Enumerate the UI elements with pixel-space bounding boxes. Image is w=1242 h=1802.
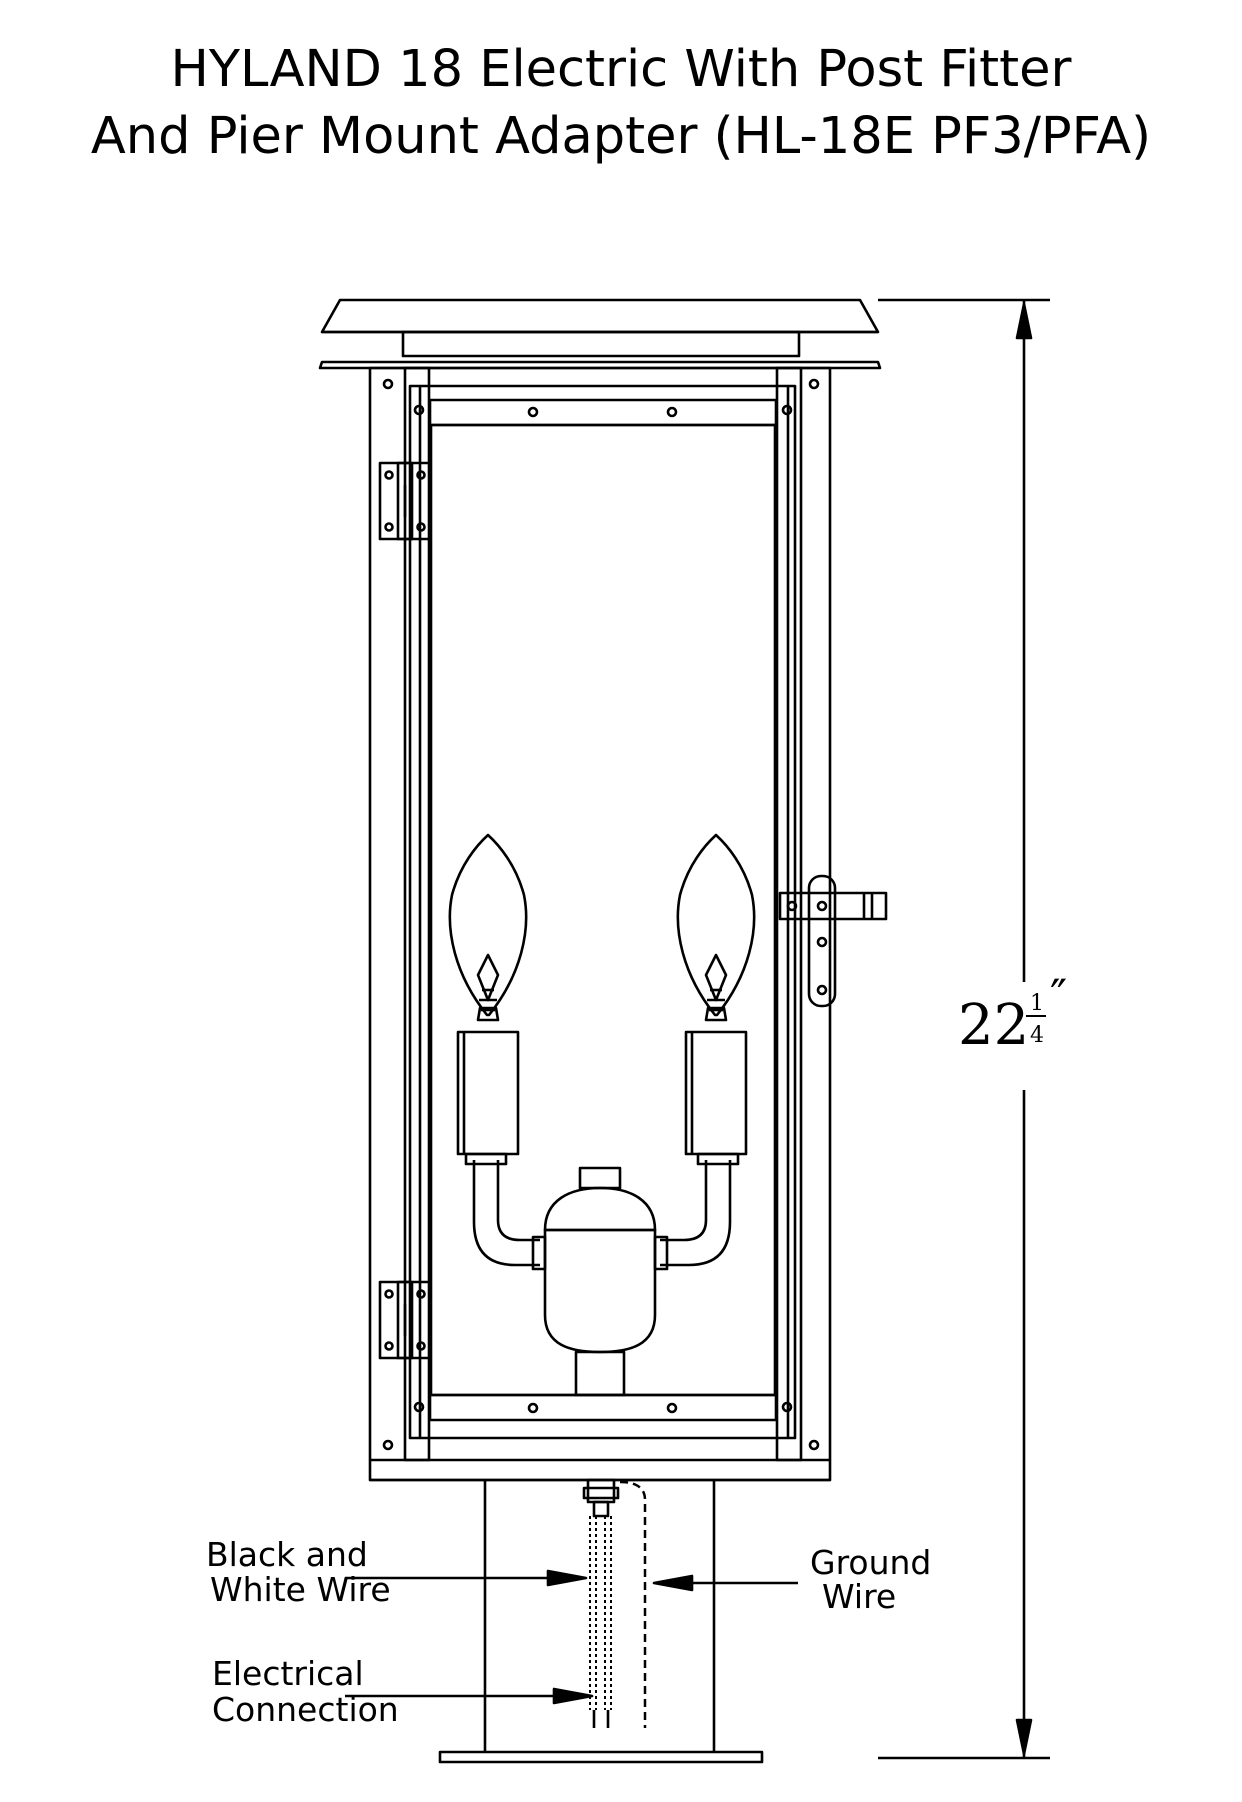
candelabra-arms: [464, 1152, 740, 1271]
door-latch: [778, 874, 888, 1008]
label-ground-wire-line-2: Wire: [822, 1577, 896, 1616]
wire-conduit: [582, 1478, 647, 1728]
dimension-denominator: 4: [1030, 1023, 1044, 1048]
dimension-unit: ″: [1050, 969, 1067, 1023]
label-ground-wire-line-1: Ground: [810, 1543, 931, 1582]
label-leaders: [345, 1569, 798, 1705]
label-electrical-connection-line-2: Connection: [212, 1690, 399, 1729]
socket-housing: [543, 1166, 657, 1397]
label-black-white-wire-line-2: White Wire: [210, 1570, 391, 1609]
upper-hinge: [378, 461, 432, 541]
height-dimension: [878, 298, 1050, 1760]
label-electrical-connection-line-1: Electrical: [212, 1654, 364, 1693]
left-candle-sleeve: [456, 1030, 520, 1156]
lantern-roof: [318, 298, 882, 370]
dimension-whole: 22: [958, 993, 1029, 1058]
post-fitter: [438, 1480, 764, 1764]
right-bulb: [676, 833, 756, 1022]
lower-hinge: [378, 1280, 432, 1360]
lantern-door: [408, 384, 797, 1440]
left-bulb: [448, 833, 528, 1022]
dimension-numerator: 1: [1030, 991, 1044, 1016]
lantern-frame: [368, 366, 832, 1482]
diagram-title-line-1: HYLAND 18 Electric With Post Fitter: [170, 40, 1072, 99]
diagram-title-line-2: And Pier Mount Adapter (HL-18E PF3/PFA): [90, 107, 1152, 166]
label-black-white-wire-line-1: Black and: [206, 1535, 368, 1574]
right-candle-sleeve: [684, 1030, 748, 1156]
